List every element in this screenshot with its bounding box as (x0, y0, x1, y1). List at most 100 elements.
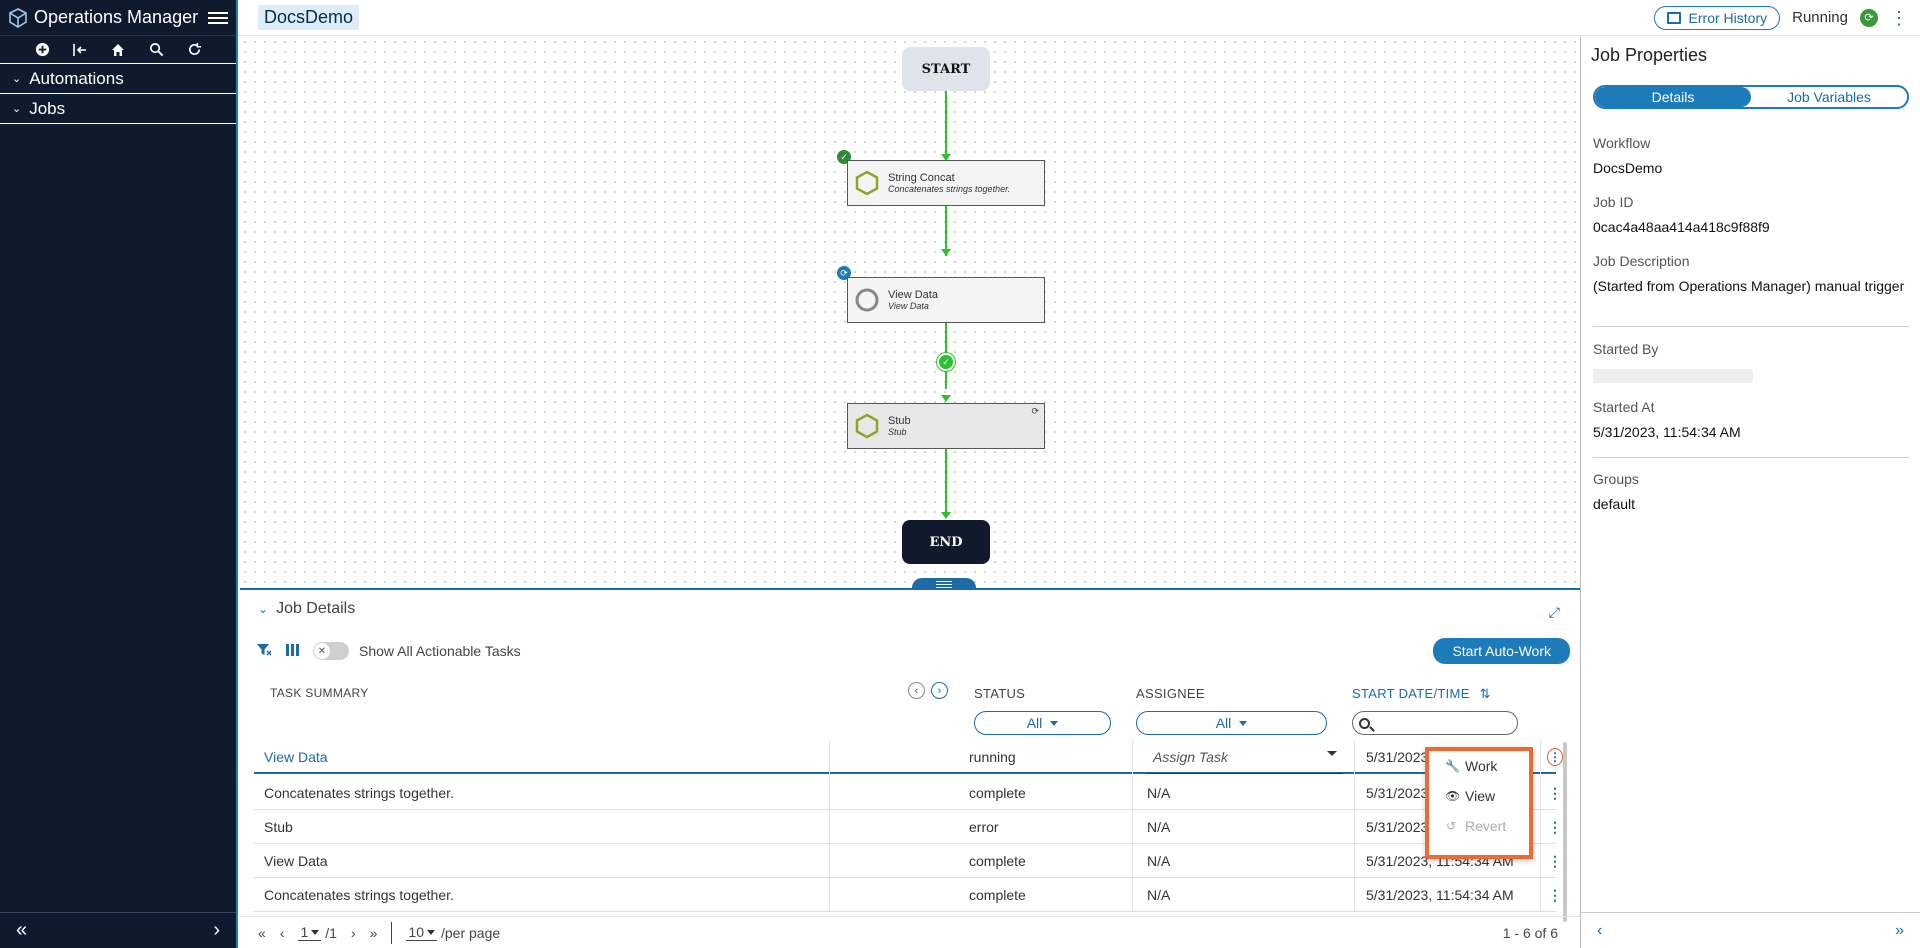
caret-down-icon (311, 929, 320, 935)
row-actions-icon[interactable]: ⋮ (1548, 818, 1562, 835)
chevron-down-icon: ⌄ (12, 103, 22, 115)
error-history-button[interactable]: Error History (1653, 5, 1781, 30)
divider (1593, 326, 1909, 327)
column-divider (1132, 740, 1133, 774)
last-page-icon[interactable]: » (369, 924, 378, 941)
menu-item-label: View (1465, 788, 1496, 804)
start-cell: 5/31/2023, 11:54:34 AM (1366, 887, 1514, 903)
next-page-icon[interactable]: › (350, 924, 356, 941)
column-divider (1540, 776, 1541, 810)
collapse-double-down-icon[interactable]: ⌄ (258, 602, 269, 616)
workflow-canvas[interactable]: START ✓ String Concat Concatenates strin… (240, 37, 1580, 589)
start-node[interactable]: START (902, 47, 990, 91)
field-label: Job ID (1593, 194, 1634, 210)
scroll-left-icon[interactable]: ‹ (908, 682, 925, 699)
add-icon[interactable] (34, 42, 50, 58)
node-description: Stub (888, 427, 907, 437)
back-icon[interactable] (72, 42, 88, 58)
per-page-select[interactable]: 10 (406, 924, 437, 941)
chevron-left-icon[interactable]: ‹ (1597, 921, 1603, 939)
collapse-double-right-icon[interactable]: » (1895, 921, 1904, 939)
status-cell: error (969, 819, 999, 835)
start-auto-work-button[interactable]: Start Auto-Work (1433, 638, 1570, 664)
more-options-icon[interactable]: ⋮ (1890, 7, 1908, 28)
start-date-search-input[interactable] (1352, 711, 1518, 735)
field-label: Workflow (1593, 135, 1651, 151)
tab-job-variables[interactable]: Job Variables (1787, 89, 1871, 105)
assignee-cell: N/A (1147, 785, 1171, 801)
column-divider (829, 740, 830, 774)
table-scrollbar[interactable] (1563, 742, 1567, 922)
menu-item-work[interactable]: 🔧 Work (1429, 751, 1529, 781)
assignee-filter-select[interactable]: All (1136, 711, 1327, 735)
assign-task-select[interactable]: Assign Task (1147, 740, 1343, 774)
table-row[interactable]: Concatenates strings together. complete … (254, 776, 1562, 810)
field-value: DocsDemo (1593, 160, 1663, 176)
row-actions-icon[interactable]: ⋮ (1547, 748, 1563, 766)
job-details-header[interactable]: ⌄ Job Details (258, 600, 355, 618)
job-properties-panel: Job Properties Details Job Variables Wor… (1580, 37, 1920, 948)
table-row[interactable]: View Data running Assign Task 5/31/2023,… (254, 740, 1563, 774)
workflow-node-stub[interactable]: Stub Stub ⟳ (847, 403, 1045, 449)
sidebar-section-automations[interactable]: ⌄ Automations (0, 64, 236, 94)
toggle-off-icon: ✕ (314, 643, 330, 659)
end-node[interactable]: END (902, 520, 990, 564)
edge-arrow (941, 154, 951, 161)
hamburger-menu-icon[interactable] (208, 8, 228, 28)
node-title: String Concat (888, 172, 955, 184)
column-header-status[interactable]: STATUS (974, 686, 1026, 701)
task-summary-cell: Stub (264, 819, 293, 835)
table-row[interactable]: View Data complete N/A 5/31/2023, 11:54:… (254, 844, 1562, 878)
page-select[interactable]: 1 (298, 924, 322, 941)
job-details-toolbar: ✕ Show All Actionable Tasks (256, 642, 521, 660)
columns-icon[interactable] (286, 643, 299, 659)
column-divider (1540, 810, 1541, 844)
resize-handle-icon[interactable] (912, 578, 976, 590)
prev-page-icon[interactable]: ‹ (279, 924, 285, 941)
sidebar-section-jobs[interactable]: ⌄ Jobs (0, 94, 236, 124)
edge (945, 449, 947, 517)
row-actions-icon[interactable]: ⋮ (1548, 852, 1562, 869)
brand-bar: Operations Manager (0, 0, 236, 36)
scroll-right-icon[interactable]: › (931, 682, 948, 699)
clear-filter-icon[interactable] (256, 643, 272, 660)
table-row[interactable]: Stub error N/A 5/31/2023, ⋮ (254, 810, 1562, 844)
home-icon[interactable] (110, 42, 126, 58)
field-label: Started By (1593, 341, 1659, 357)
collapse-double-left-icon[interactable]: « (16, 919, 28, 941)
edge (945, 91, 947, 161)
expand-icon[interactable]: ⤢ (1548, 604, 1560, 620)
job-properties-title: Job Properties (1591, 45, 1708, 65)
task-hexagon-icon (855, 170, 879, 196)
error-history-label: Error History (1688, 9, 1768, 26)
workflow-node-string-concat[interactable]: String Concat Concatenates strings toget… (847, 160, 1045, 206)
table-row[interactable]: Concatenates strings together. complete … (254, 878, 1562, 912)
column-divider (1132, 878, 1133, 912)
column-header-start[interactable]: START DATE/TIME ⇅ (1352, 686, 1491, 702)
transition-success-icon: ✓ (937, 353, 955, 371)
tab-details[interactable]: Details (1595, 87, 1751, 107)
row-actions-icon[interactable]: ⋮ (1548, 784, 1562, 801)
column-header-assignee[interactable]: ASSIGNEE (1136, 686, 1205, 701)
row-actions-icon[interactable]: ⋮ (1548, 886, 1562, 903)
status-filter-select[interactable]: All (974, 711, 1111, 735)
revert-icon: ↺ (1445, 819, 1457, 833)
actionable-tasks-toggle[interactable]: ✕ (313, 642, 349, 660)
page-total: /1 (325, 924, 337, 941)
eye-icon: 👁 (1445, 789, 1461, 803)
search-icon[interactable] (148, 42, 164, 58)
properties-tabs: Details Job Variables (1593, 85, 1909, 109)
sort-ascending-icon[interactable]: ⇅ (1479, 686, 1491, 701)
node-description: Concatenates strings together. (888, 184, 1011, 194)
expand-right-icon[interactable]: › (213, 919, 220, 941)
column-header-task-summary[interactable]: TASK SUMMARY (270, 686, 369, 700)
menu-item-view[interactable]: 👁 View (1429, 781, 1529, 811)
first-page-icon[interactable]: « (258, 924, 266, 941)
task-summary-cell: Concatenates strings together. (264, 785, 454, 801)
workflow-node-view-data[interactable]: View Data View Data (847, 277, 1045, 323)
workflow-name: DocsDemo (258, 5, 360, 30)
refresh-icon[interactable] (186, 42, 202, 58)
field-label: Job Description (1593, 253, 1690, 269)
task-summary-link[interactable]: View Data (264, 749, 328, 765)
app-title: Operations Manager (34, 7, 199, 27)
